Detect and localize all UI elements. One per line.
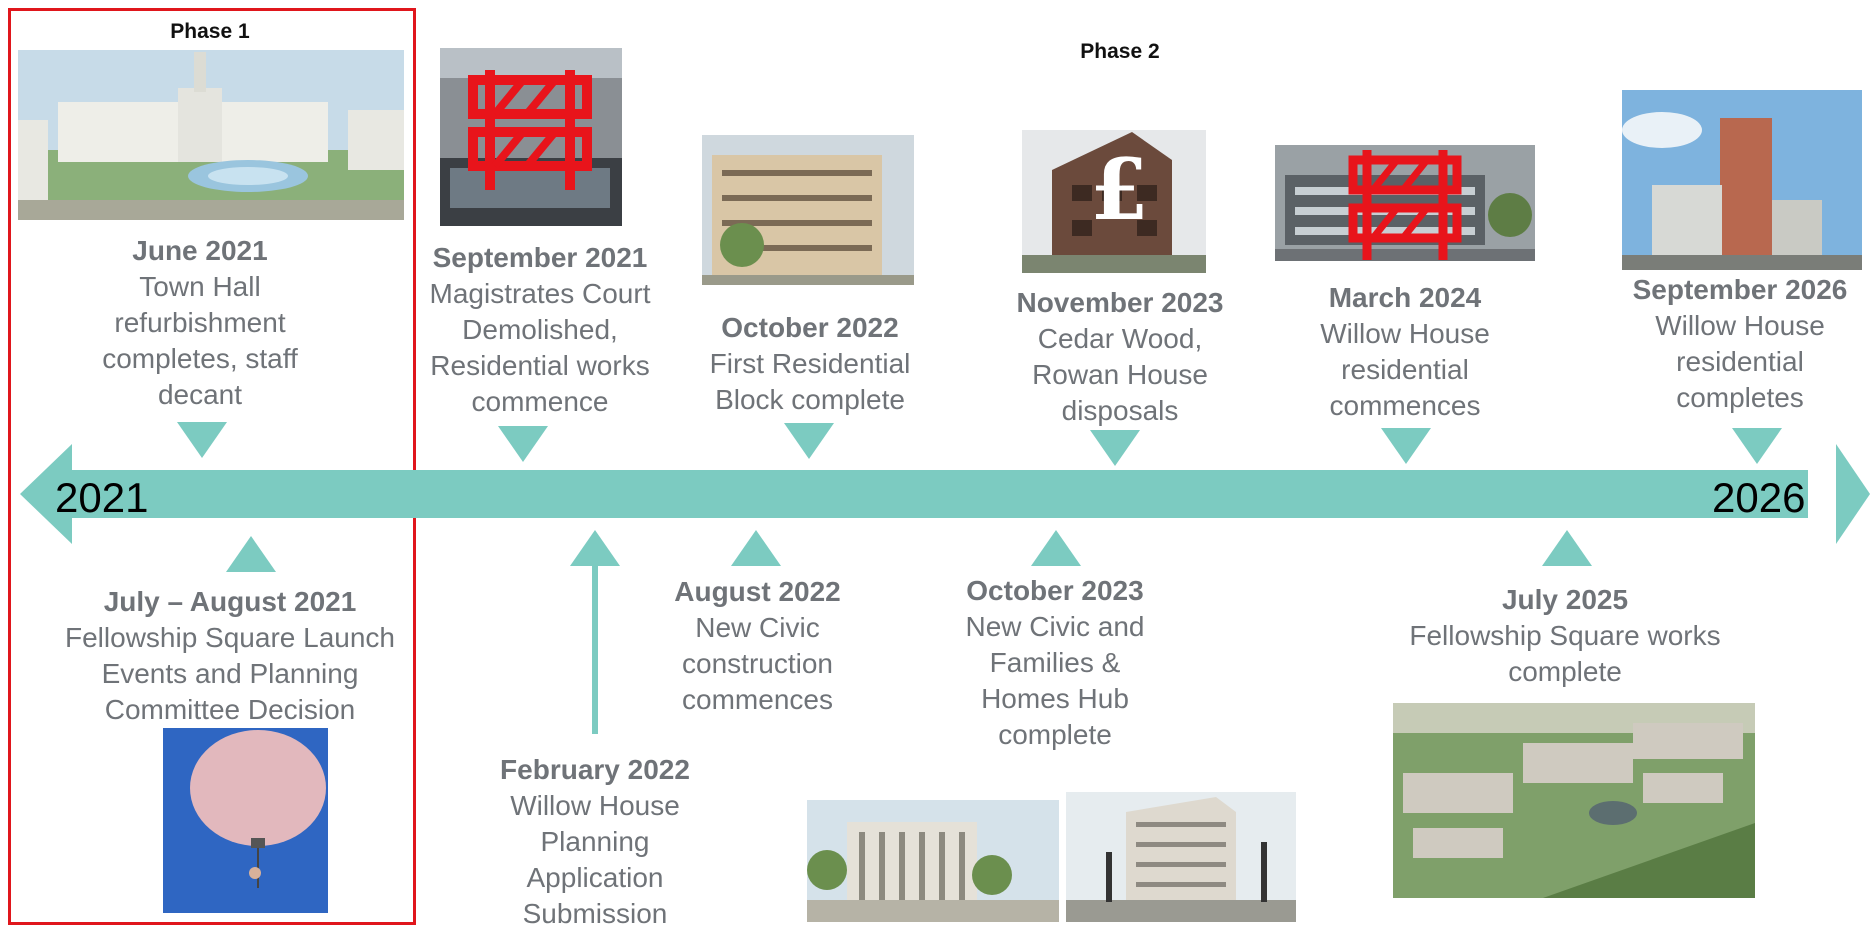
event-marker-up [226, 536, 276, 572]
event-marker-down [177, 422, 227, 458]
event-text: New Civic and Families & Homes Hub compl… [965, 611, 1145, 750]
event-marker-up [731, 530, 781, 566]
event-text: Willow House Planning Application Submis… [510, 790, 680, 929]
event-marker-up [1031, 530, 1081, 566]
event-date: October 2023 [966, 575, 1144, 606]
event-september-2021: September 2021 Magistrates Court Demolis… [405, 240, 675, 420]
event-marker-up [1542, 530, 1592, 566]
event-marker-down [1090, 430, 1140, 466]
roadblock-barrier-icon [468, 70, 592, 190]
event-marker-down [1732, 428, 1782, 464]
homes-hub-image [1066, 792, 1296, 922]
event-connector-line [592, 562, 598, 734]
event-text: Fellowship Square Launch Events and Plan… [65, 622, 395, 725]
fellowship-square-aerial-image [1393, 703, 1755, 898]
event-text: New Civic construction commences [682, 612, 833, 715]
new-civic-image [807, 800, 1059, 922]
event-date: September 2026 [1632, 274, 1848, 305]
event-text: First Residential Block complete [709, 348, 911, 415]
residential-block-image [702, 135, 914, 285]
event-marker-up [570, 530, 620, 566]
cedar-wood-image [1022, 130, 1206, 273]
event-august-2022: August 2022 New Civic construction comme… [650, 574, 865, 718]
timeline-end-year: 2026 [1712, 474, 1806, 521]
phase1-highlight-box [8, 8, 416, 925]
town-hall-image [18, 50, 404, 220]
event-text: Willow House residential commences [1320, 318, 1490, 421]
event-text: Willow House residential completes [1655, 310, 1825, 413]
event-text: Cedar Wood, Rowan House disposals [1032, 323, 1208, 426]
event-july-august-2021: July – August 2021 Fellowship Square Lau… [50, 584, 410, 728]
event-date: June 2021 [132, 235, 268, 266]
event-november-2023: November 2023 Cedar Wood, Rowan House di… [980, 285, 1260, 429]
phase2-label: Phase 2 [1080, 40, 1160, 63]
event-october-2023: October 2023 New Civic and Families & Ho… [940, 573, 1170, 753]
timeline-arrow [20, 444, 1870, 544]
event-date: October 2022 [721, 312, 899, 343]
phase1-label: Phase 1 [170, 20, 250, 43]
willow-house-complete-image [1622, 90, 1862, 270]
event-marker-down [1381, 428, 1431, 464]
event-date: March 2024 [1328, 282, 1482, 313]
event-september-2026: September 2026 Willow House residential … [1605, 272, 1872, 416]
event-date: July – August 2021 [103, 586, 357, 617]
event-text: Fellowship Square works complete [1409, 620, 1721, 687]
event-date: July 2025 [1501, 584, 1629, 615]
event-text: Town Hall refurbishment completes, staff… [102, 271, 298, 410]
pound-sign-icon: £ [1090, 140, 1149, 239]
event-march-2024: March 2024 Willow House residential comm… [1285, 280, 1525, 424]
roadblock-barrier-icon [1348, 150, 1462, 260]
event-marker-down [498, 426, 548, 462]
event-text: Magistrates Court Demolished, Residentia… [429, 278, 651, 417]
timeline-start-year: 2021 [55, 474, 149, 521]
event-july-2025: July 2025 Fellowship Square works comple… [1390, 582, 1740, 690]
event-date: February 2022 [500, 754, 690, 785]
balloon-image [163, 728, 328, 913]
event-date: September 2021 [432, 242, 648, 273]
event-date: November 2023 [1016, 287, 1224, 318]
event-february-2022: February 2022 Willow House Planning Appl… [470, 752, 720, 932]
event-date: August 2022 [674, 576, 841, 607]
event-marker-down [784, 423, 834, 459]
event-june-2021: June 2021 Town Hall refurbishment comple… [60, 233, 340, 413]
event-october-2022: October 2022 First Residential Block com… [680, 310, 940, 418]
